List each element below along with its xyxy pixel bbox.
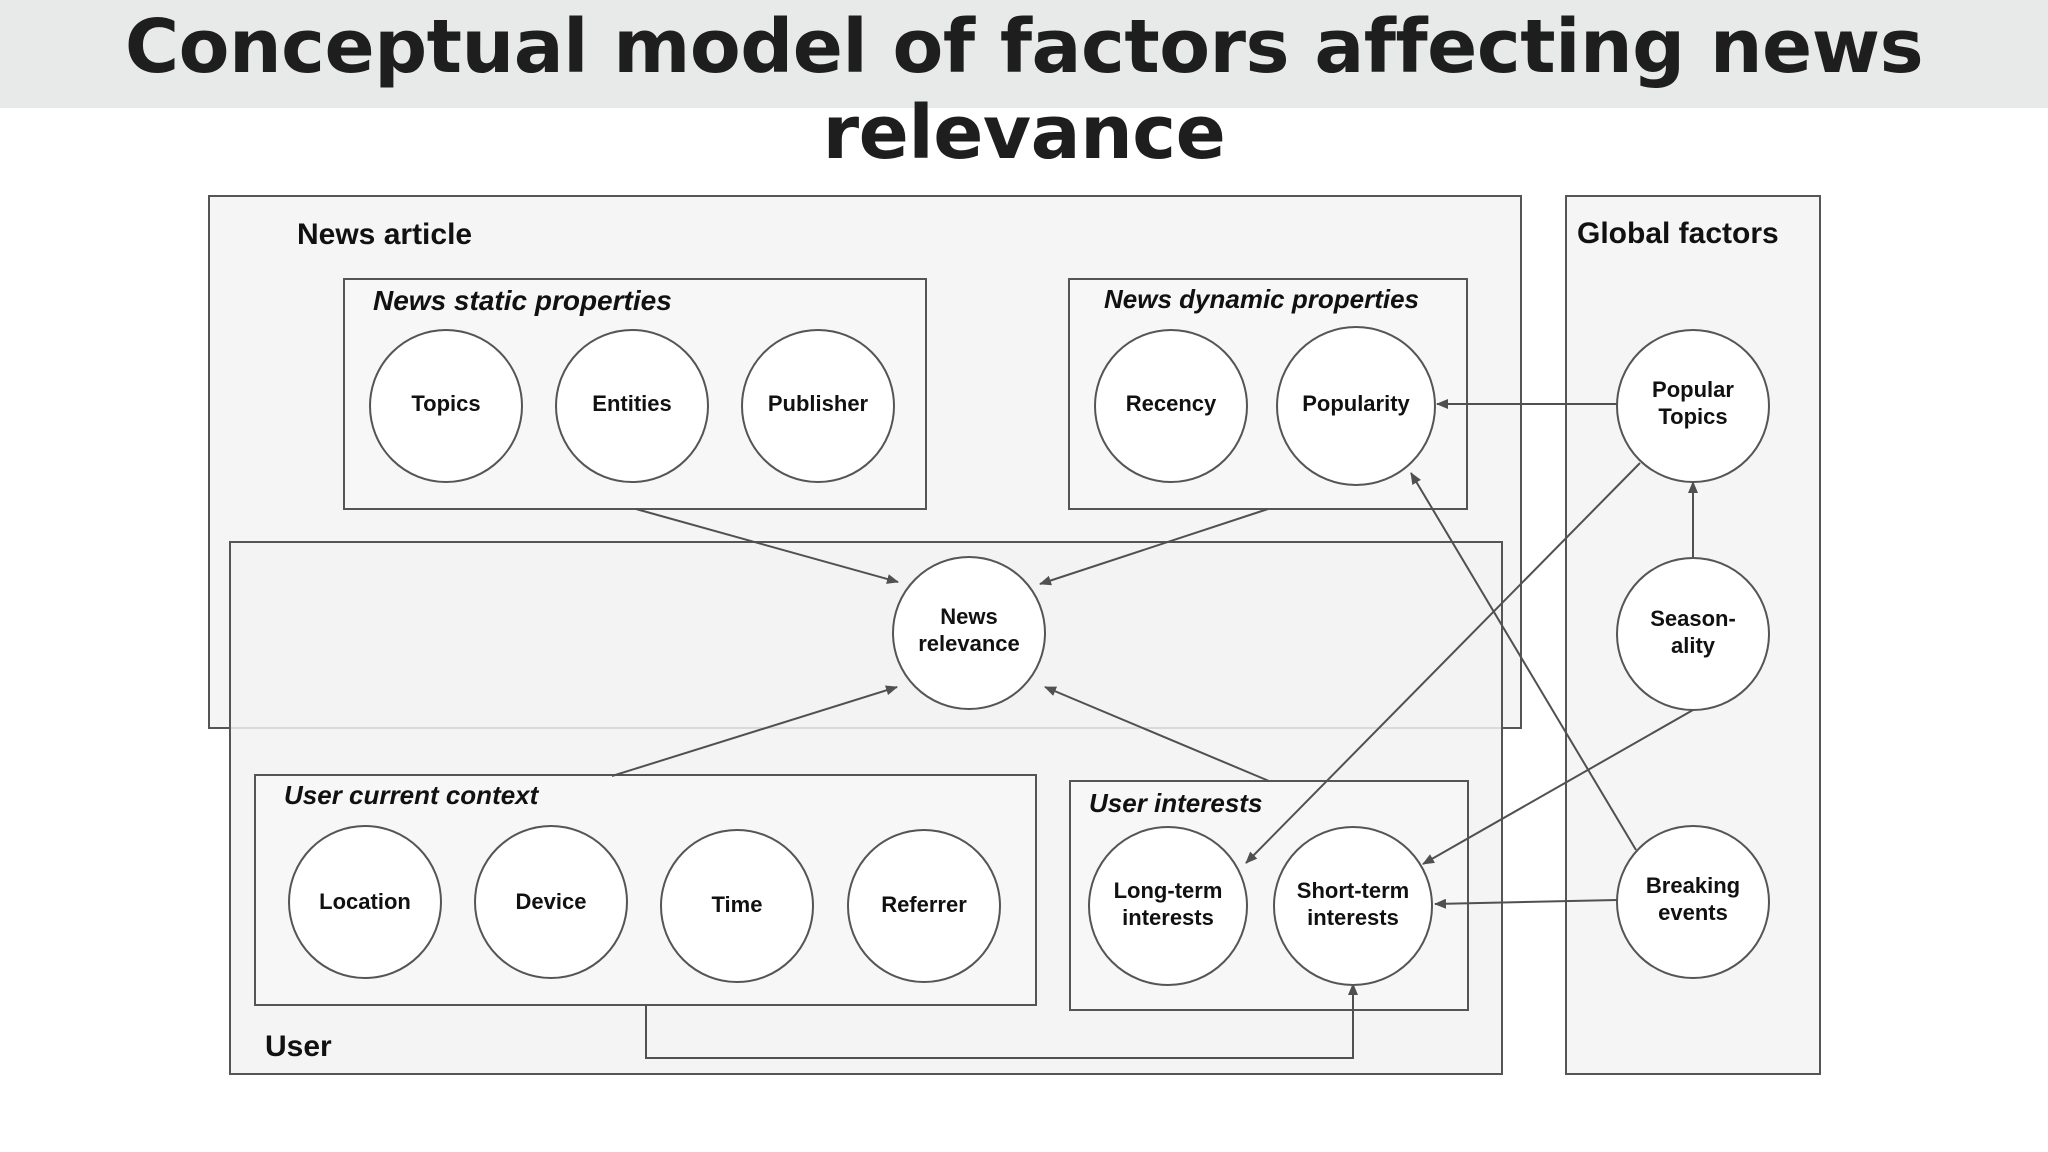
- node-recency: [1094, 329, 1248, 483]
- node-short-term-interests: [1273, 826, 1433, 986]
- edge-breaking-to-shortterm: [1434, 898, 1618, 909]
- static-properties-label: News static properties: [373, 285, 672, 316]
- edge-interests-to-relevance: [1044, 686, 1270, 782]
- global-factors-label: Global factors: [1577, 217, 1779, 250]
- node-popular-topics: [1616, 329, 1770, 483]
- node-referrer: [847, 829, 1001, 983]
- user-context-label: User current context: [284, 780, 540, 810]
- label-topics: Topics: [411, 391, 480, 416]
- label-recency: Recency: [1126, 391, 1217, 416]
- dynamic-properties-label: News dynamic properties: [1104, 284, 1419, 314]
- label-time: Time: [712, 892, 763, 917]
- node-location: [288, 825, 442, 979]
- node-popularity: [1276, 326, 1436, 486]
- label-referrer: Referrer: [881, 892, 967, 917]
- label-publisher: Publisher: [768, 391, 869, 416]
- edge-static-to-relevance: [635, 508, 899, 584]
- node-time: [660, 829, 814, 983]
- node-long-term-interests: [1088, 826, 1248, 986]
- edge-context-to-shortterm: [645, 983, 1358, 1059]
- edge-seasonality-to-shortterm: [1422, 709, 1694, 865]
- node-topics: [369, 329, 523, 483]
- title-bar: [0, 0, 2048, 108]
- label-popularity: Popularity: [1302, 391, 1410, 416]
- node-publisher: [741, 329, 895, 483]
- node-news-relevance: [892, 556, 1046, 710]
- label-location: Location: [319, 889, 411, 914]
- label-seasonality: Season-ality: [1650, 606, 1736, 658]
- label-device: Device: [516, 889, 587, 914]
- label-entities: Entities: [592, 391, 671, 416]
- node-breaking-events: [1616, 825, 1770, 979]
- user-label: User: [265, 1030, 332, 1063]
- node-entities: [555, 329, 709, 483]
- node-seasonality: [1616, 557, 1770, 711]
- edge-dynamic-to-relevance: [1039, 508, 1269, 586]
- news-article-label: News article: [297, 218, 472, 251]
- nodes: Topics Entities Publisher Recency Popula…: [288, 326, 1770, 986]
- node-device: [474, 825, 628, 979]
- edge-breaking-to-popularity: [1410, 472, 1637, 851]
- edges: [611, 399, 1698, 1059]
- edge-context-to-relevance: [611, 685, 898, 777]
- page-title: Conceptual model of factors affecting ne…: [124, 4, 1924, 176]
- edge-populartopics-to-longterm: [1245, 462, 1641, 864]
- user-interests-label: User interests: [1089, 788, 1262, 818]
